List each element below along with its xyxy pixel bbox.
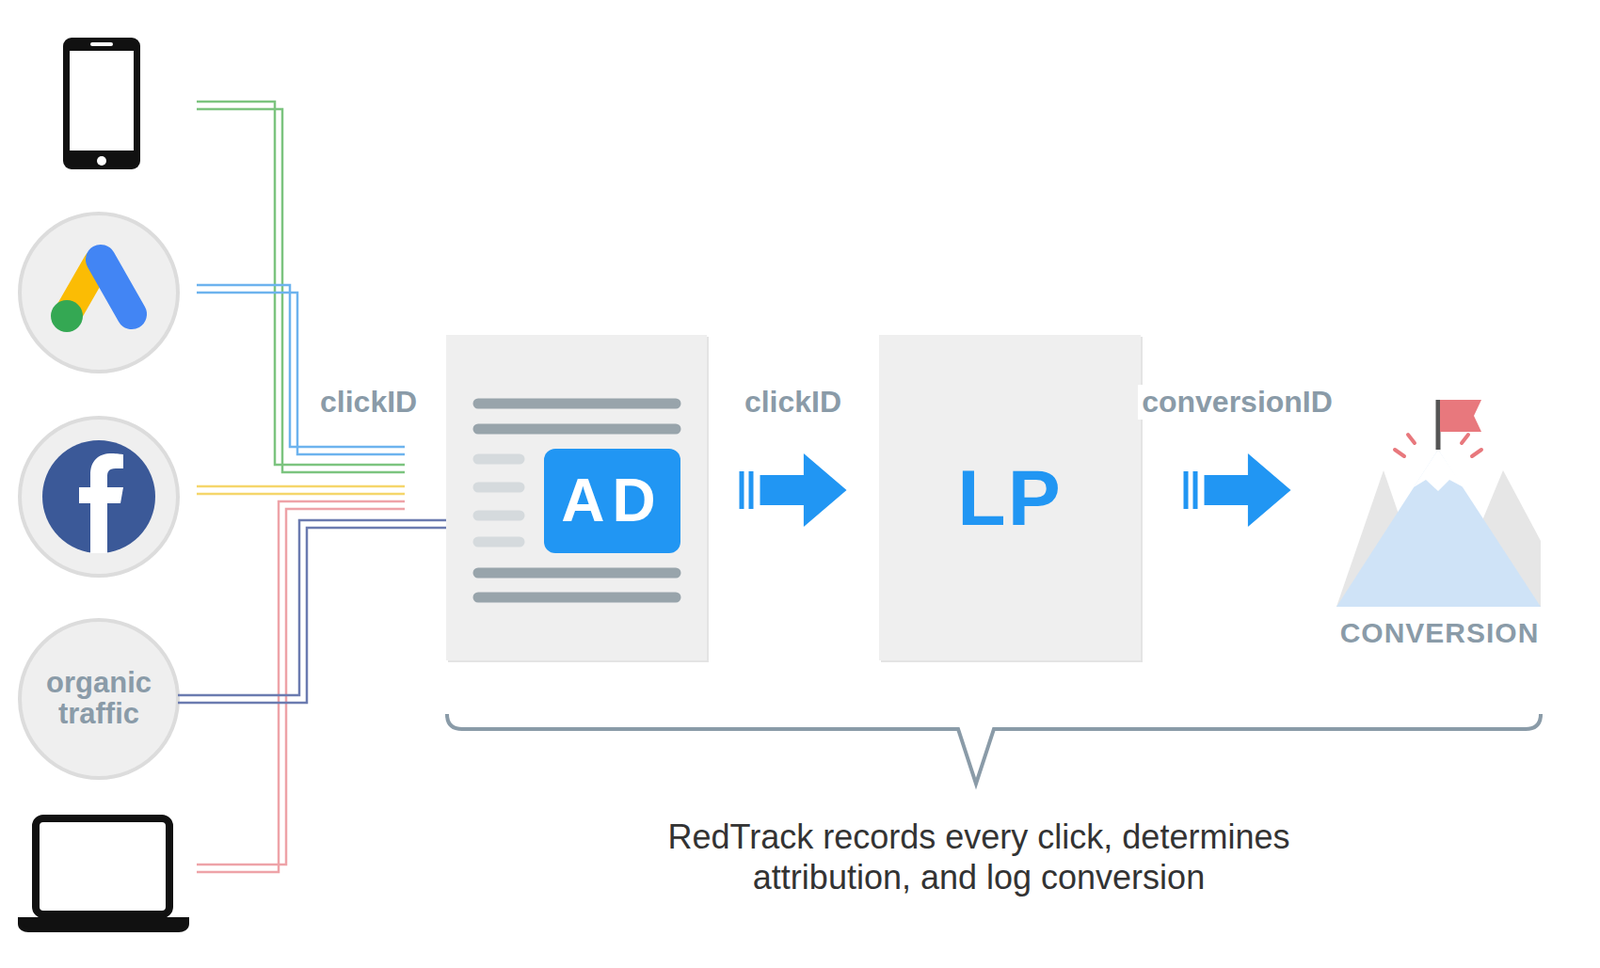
google-ads-icon bbox=[19, 213, 178, 372]
bracket bbox=[447, 714, 1541, 784]
mountain-illustration bbox=[1336, 400, 1541, 608]
organic-circle bbox=[19, 620, 178, 779]
ad-box: AD bbox=[544, 448, 681, 554]
node-text: organic traffic bbox=[27, 668, 171, 730]
node-text: CONVERSION bbox=[1340, 618, 1540, 648]
connector bbox=[1140, 453, 1334, 528]
wire-label: clickID bbox=[316, 384, 421, 420]
edge-label: clickID bbox=[740, 384, 846, 420]
conversion-goal: CONVERSION bbox=[1333, 385, 1546, 659]
facebook-icon bbox=[19, 417, 178, 576]
node-text: LP bbox=[957, 456, 1062, 540]
connector bbox=[706, 453, 880, 528]
ad-page bbox=[446, 335, 709, 663]
node-text: AD bbox=[560, 469, 663, 533]
edge-label: conversionID bbox=[1137, 384, 1337, 420]
source-wires bbox=[196, 101, 405, 873]
lp-page bbox=[879, 335, 1143, 663]
connector bbox=[177, 520, 447, 704]
source-circle: organic traffic bbox=[19, 620, 178, 779]
caption: RedTrack records every click, determines… bbox=[602, 816, 1356, 898]
laptop-icon bbox=[20, 818, 187, 930]
landing-page-box: LP bbox=[879, 335, 1141, 661]
phone-icon bbox=[63, 37, 141, 170]
